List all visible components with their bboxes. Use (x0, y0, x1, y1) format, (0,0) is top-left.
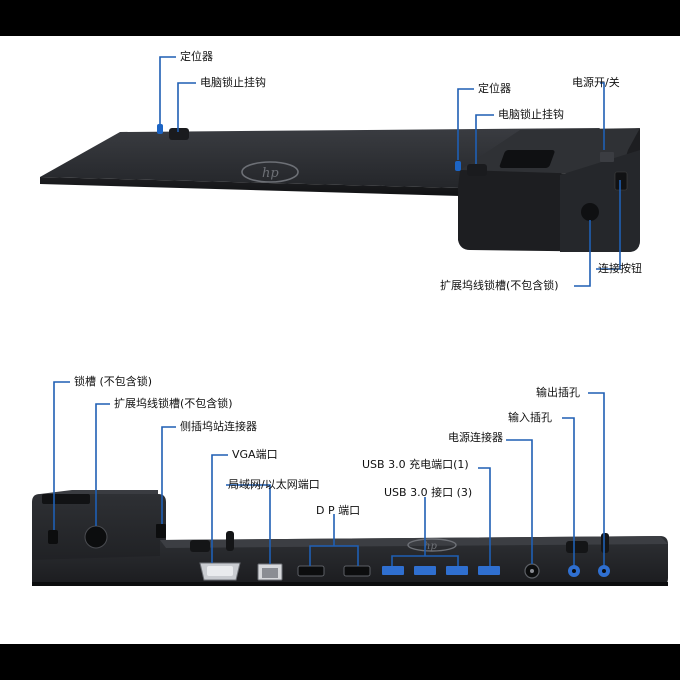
audio-in-jack-hole (572, 569, 576, 573)
label-power-switch: 电源开/关 (572, 76, 620, 89)
top-lock-slot-shape (581, 203, 599, 221)
top-view-leaders (159, 56, 621, 287)
power-connector-pin (530, 569, 534, 573)
locator-pin-left (157, 124, 163, 134)
dp-port-1-shape (297, 565, 325, 577)
rear-hook-left (190, 540, 210, 552)
side-connector-shape (156, 524, 166, 538)
rear-hook-right (566, 541, 588, 553)
top-view-dock: hp (40, 124, 640, 252)
label-side-connector: 侧插坞站连接器 (180, 420, 257, 433)
label-lan-port: 局域网/以太网端口 (228, 478, 320, 491)
locator-pin-right (455, 161, 461, 171)
rear-power-switch (42, 494, 90, 504)
svg-text:hp: hp (262, 166, 279, 181)
usb-port-3-shape (446, 566, 468, 575)
label-connect-button: 连接按钮 (598, 262, 642, 275)
label-dp-port: D P 端口 (316, 504, 361, 517)
dock-front-edge (40, 177, 460, 196)
power-switch (499, 150, 555, 168)
rear-left-block-top (40, 490, 158, 494)
label-locator-right: 定位器 (478, 82, 511, 95)
hook-right-shape (467, 164, 487, 176)
label-hook-right: 电脑锁止挂钩 (498, 108, 564, 121)
lan-port-inner (262, 568, 278, 578)
connect-button-shape (614, 171, 628, 191)
rear-pin-right (601, 533, 609, 553)
audio-out-jack-hole (602, 569, 606, 573)
label-power-connector: 电源连接器 (448, 431, 503, 444)
dock-lock-slot-shape (84, 525, 108, 549)
label-side-lock-slot: 锁槽 (不包含锁) (74, 375, 153, 388)
usb-charge-port-shape (478, 566, 500, 575)
rear-view-dock: hp (32, 490, 668, 586)
side-lock-slot-shape (48, 530, 58, 544)
usb-port-1-shape (382, 566, 404, 575)
label-audio-out: 输出插孔 (536, 386, 580, 399)
label-usb-ports: USB 3.0 接口 (3) (384, 486, 473, 499)
svg-text:hp: hp (424, 541, 437, 552)
label-locator-left: 定位器 (180, 50, 213, 63)
label-vga-port: VGA端口 (232, 448, 278, 461)
usb-port-2-shape (414, 566, 436, 575)
hook-left-shape (169, 128, 189, 140)
hp-logo-icon: hp (241, 161, 299, 183)
label-usb-charge-port: USB 3.0 充电端口(1) (362, 458, 469, 471)
label-hook-left: 电脑锁止挂钩 (200, 76, 266, 89)
label-top-lock-slot: 扩展坞线锁槽(不包含锁) (440, 279, 559, 292)
power-switch-inner (600, 152, 614, 162)
rear-bottom-edge (32, 582, 668, 586)
vga-port-inner (207, 566, 233, 576)
dp-port-2-shape (343, 565, 371, 577)
label-audio-in: 输入插孔 (508, 411, 552, 424)
label-dock-lock-slot: 扩展坞线锁槽(不包含锁) (114, 397, 233, 410)
rear-hp-logo-icon: hp (407, 538, 457, 552)
rear-view-leaders (53, 381, 605, 566)
rear-pin-left (226, 531, 234, 551)
rear-top-strip (160, 536, 668, 548)
